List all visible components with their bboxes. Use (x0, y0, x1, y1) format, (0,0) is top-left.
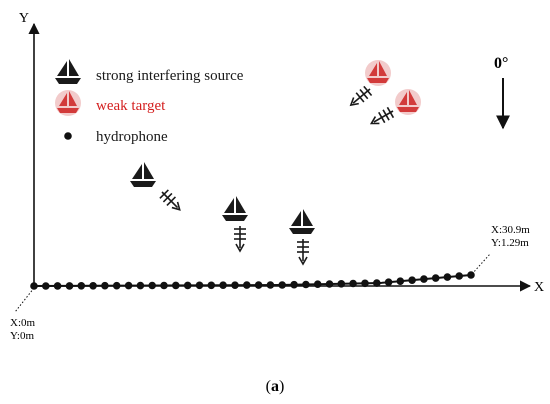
legend: strong interfering source weak target hy… (55, 59, 244, 145)
hydrophone-legend-icon (64, 132, 72, 140)
hydrophone-dot (148, 281, 156, 290)
end-y-coordinate: Y:1.29m (491, 237, 529, 249)
hydrophone-dot (467, 271, 475, 279)
x-axis-label: X (534, 280, 544, 295)
start-x-coordinate: X:0m (10, 317, 36, 329)
strong-source-1 (130, 162, 185, 215)
strong-source-legend-icon (55, 59, 81, 84)
hydrophone-dot (89, 282, 97, 290)
hydrophone-dot (65, 282, 74, 290)
weak-target-legend-icon (55, 90, 81, 116)
hydrophone-dot (207, 281, 216, 290)
hydrophone-dot (431, 274, 440, 282)
hydrophone-dot (195, 281, 204, 290)
hydrophone-dot (136, 281, 145, 290)
hydrophone-array (30, 271, 475, 290)
hydrophone-dot (290, 280, 298, 289)
hydrophone-dot (183, 281, 192, 290)
weak-target-2 (367, 89, 421, 130)
start-leader-line (14, 287, 35, 313)
hydrophone-dot (172, 281, 180, 290)
legend-weak-label: weak target (96, 98, 166, 114)
wake-icon (156, 186, 185, 215)
hydrophone-dot (337, 280, 346, 288)
end-leader-line (471, 253, 491, 275)
hydrophone-dot (160, 281, 168, 290)
strong-source-3 (289, 209, 315, 265)
hydrophone-dot (278, 281, 287, 289)
hydrophone-dot (124, 281, 133, 290)
hydrophone-dot (420, 275, 428, 283)
hydrophone-dot (231, 281, 239, 290)
hydrophone-dot (112, 281, 121, 290)
hydrophone-dot (325, 280, 334, 288)
end-x-coordinate: X:30.9m (491, 224, 530, 236)
direction-label: 0° (494, 55, 508, 72)
hydrophone-dot (443, 273, 452, 281)
hydrophone-dot (349, 279, 357, 288)
strong-source-2 (222, 196, 248, 252)
weak-target-1 (346, 60, 391, 111)
hydrophone-dot (455, 272, 464, 280)
hydrophone-dot (373, 279, 381, 287)
hydrophone-dot (42, 282, 50, 290)
hydrophone-dot (396, 277, 405, 286)
hydrophone-dot (101, 281, 109, 290)
wake-icon (233, 225, 247, 252)
hydrophone-array-line (33, 274, 472, 287)
y-axis-label: Y (19, 11, 29, 26)
hydrophone-dot (384, 278, 393, 287)
hydrophone-dot (266, 281, 275, 289)
hydrophone-dot (408, 276, 416, 285)
figure-caption: (a) (266, 378, 285, 395)
hydrophone-dot (77, 282, 86, 290)
legend-strong-label: strong interfering source (96, 68, 244, 84)
hydrophone-dot (243, 281, 251, 289)
hydrophone-dot (361, 279, 369, 288)
wake-icon (367, 105, 397, 130)
hydrophone-dot (254, 281, 263, 289)
hydrophone-dot (302, 280, 310, 289)
hydrophone-dot (313, 280, 322, 289)
hydrophone-dot (53, 282, 62, 290)
wake-icon (346, 83, 375, 111)
legend-hydrophone-label: hydrophone (96, 129, 168, 145)
wake-icon (296, 238, 310, 265)
start-y-coordinate: Y:0m (10, 330, 34, 342)
hydrophone-dot (30, 282, 38, 290)
hydrophone-dot (219, 281, 227, 290)
